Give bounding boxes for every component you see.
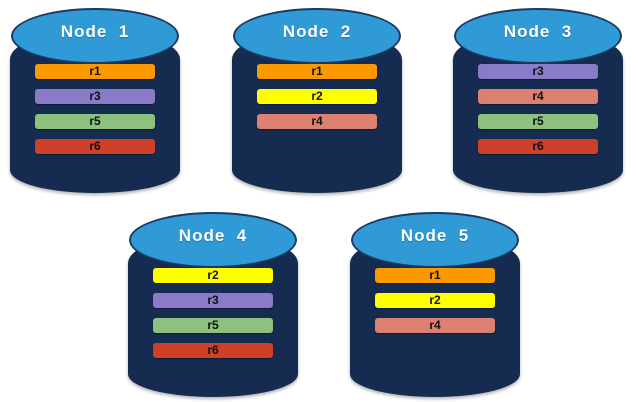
replica-bar[interactable]: r1 <box>257 64 377 79</box>
replica-bar[interactable]: r2 <box>375 293 495 308</box>
replica-stack: r1 r3 r5 r6 <box>35 64 155 164</box>
replica-stack: r3 r4 r5 r6 <box>478 64 598 164</box>
node-label: Node 2 <box>282 22 352 41</box>
replica-bar[interactable]: r2 <box>257 89 377 104</box>
replica-bar[interactable]: r6 <box>153 343 273 358</box>
database-node[interactable]: Node 1 r1 r3 r5 r6 <box>10 8 180 193</box>
cylinder-top-ellipse <box>129 212 297 268</box>
replica-stack: r1 r2 r4 <box>375 268 495 343</box>
replica-bar[interactable]: r5 <box>153 318 273 333</box>
replica-bar[interactable]: r4 <box>257 114 377 129</box>
replica-bar[interactable]: r4 <box>478 89 598 104</box>
cylinder-top-ellipse <box>351 212 519 268</box>
database-node[interactable]: Node 3 r3 r4 r5 r6 <box>453 8 623 193</box>
cylinder-top-ellipse <box>11 8 179 64</box>
replica-bar[interactable]: r3 <box>35 89 155 104</box>
replica-bar[interactable]: r1 <box>35 64 155 79</box>
database-node[interactable]: Node 2 r1 r2 r4 <box>232 8 402 193</box>
replica-bar[interactable]: r4 <box>375 318 495 333</box>
replica-stack: r2 r3 r5 r6 <box>153 268 273 368</box>
cylinder-top-ellipse <box>233 8 401 64</box>
replica-bar[interactable]: r3 <box>478 64 598 79</box>
replica-bar[interactable]: r5 <box>35 114 155 129</box>
database-node[interactable]: Node 5 r1 r2 r4 <box>350 212 520 397</box>
node-label: Node 5 <box>400 226 470 245</box>
node-label: Node 4 <box>178 226 248 245</box>
cylinder-top-ellipse <box>454 8 622 64</box>
node-label: Node 1 <box>60 22 130 41</box>
database-node[interactable]: Node 4 r2 r3 r5 r6 <box>128 212 298 397</box>
node-label: Node 3 <box>503 22 573 41</box>
replica-bar[interactable]: r2 <box>153 268 273 283</box>
replica-bar[interactable]: r1 <box>375 268 495 283</box>
replica-bar[interactable]: r6 <box>478 139 598 154</box>
replica-stack: r1 r2 r4 <box>257 64 377 139</box>
replica-bar[interactable]: r5 <box>478 114 598 129</box>
replica-bar[interactable]: r6 <box>35 139 155 154</box>
replica-bar[interactable]: r3 <box>153 293 273 308</box>
